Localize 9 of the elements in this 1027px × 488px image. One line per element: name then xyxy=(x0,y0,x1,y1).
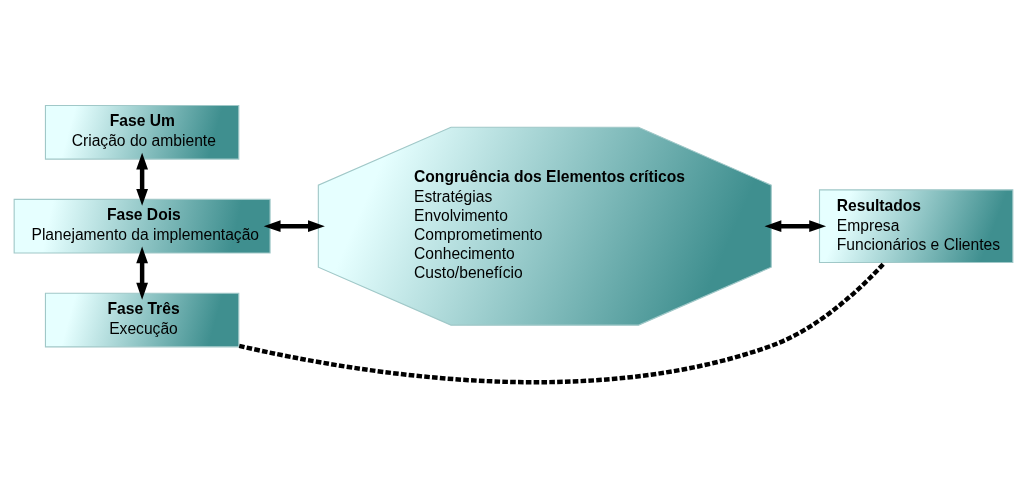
node-box: Resultados Empresa Funcionários e Clientes xyxy=(818,189,1014,264)
arrow xyxy=(136,246,148,300)
arrow xyxy=(263,220,325,233)
node-box: Fase Dois Planejamento da implementação xyxy=(13,198,271,254)
node-box: Fase Um Criação do ambiente xyxy=(44,104,240,160)
node-box: Fase Três Execução xyxy=(44,292,240,348)
arrow xyxy=(764,220,827,233)
arrow xyxy=(136,152,148,206)
connector xyxy=(238,261,887,385)
